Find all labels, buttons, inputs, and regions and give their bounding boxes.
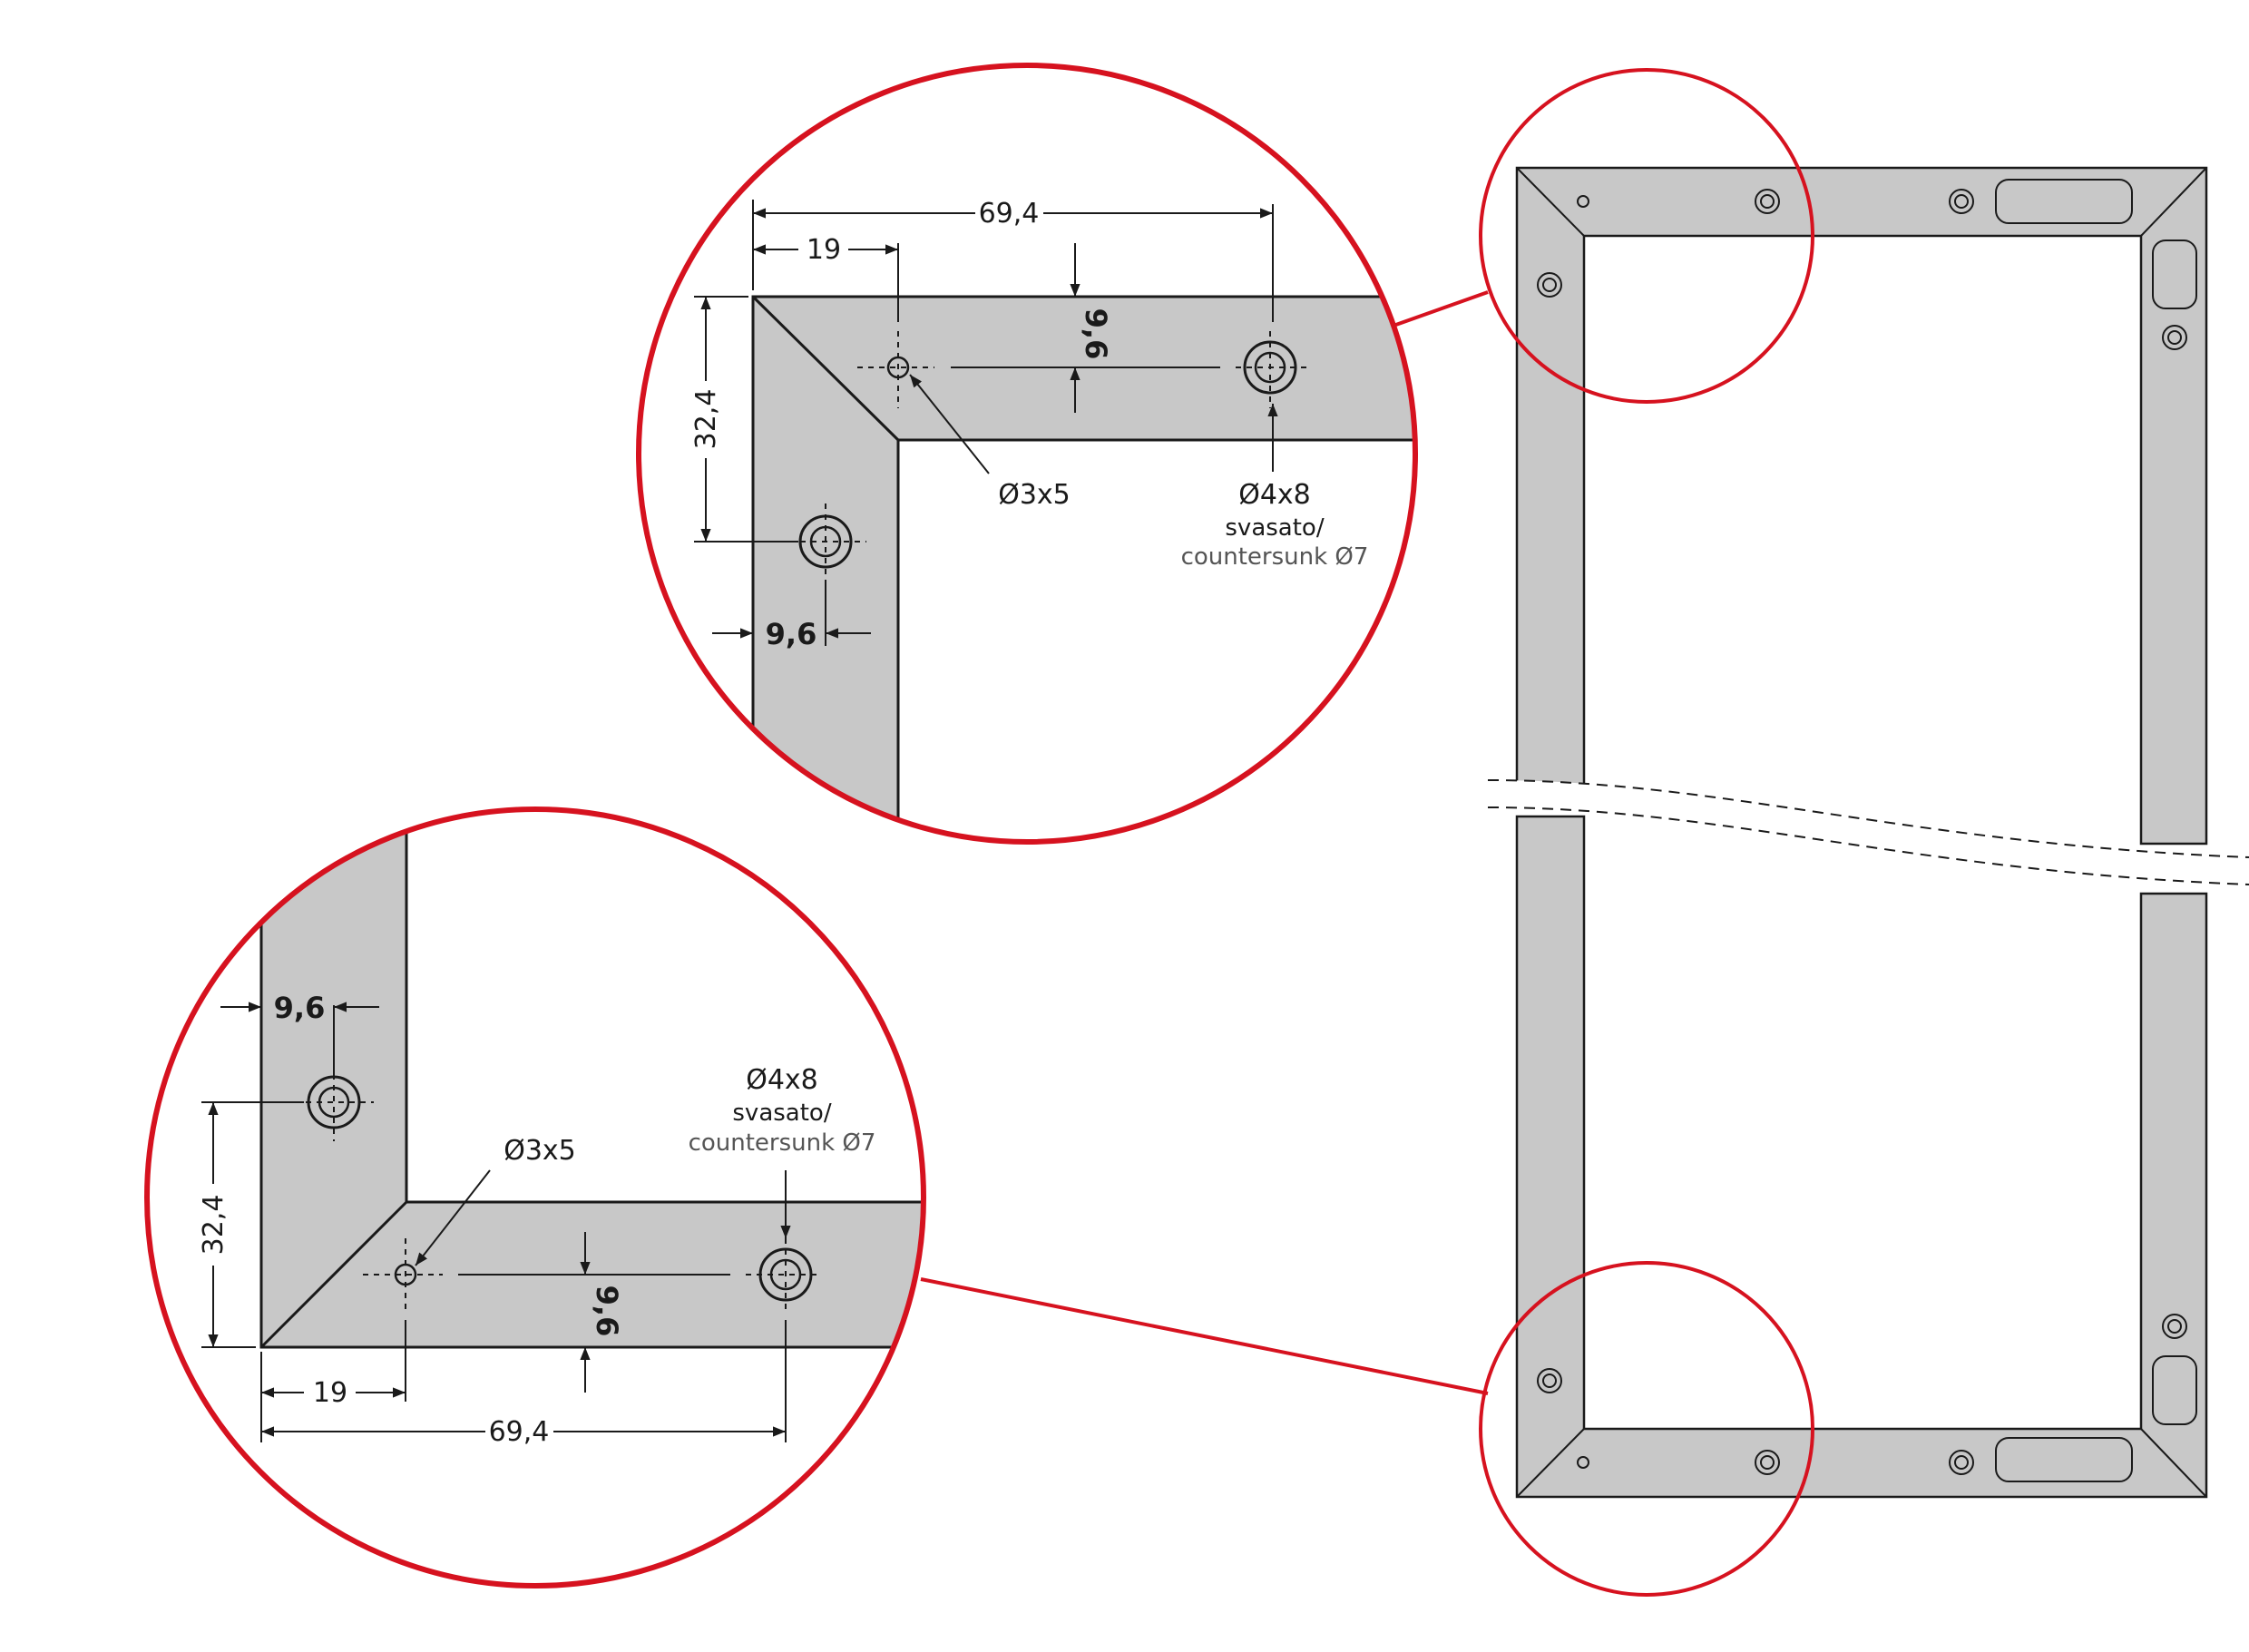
dim-overall-length: 69,4	[489, 1416, 550, 1448]
countersunk-hole-icon	[1243, 340, 1297, 395]
dim-height: 32,4	[198, 1195, 230, 1256]
countersunk-hole-icon	[2162, 1314, 2187, 1339]
highlight-circle-bottom	[1479, 1261, 1814, 1597]
slot-icon	[2152, 239, 2197, 309]
dim-overall-length: 69,4	[979, 198, 1040, 230]
small-hole-icon	[1577, 195, 1589, 208]
countersunk-hole-icon	[2162, 325, 2187, 350]
countersunk-italian-label: svasato/	[732, 1100, 831, 1127]
dim-first-hole: 19	[313, 1377, 347, 1409]
dim-edge-offset-side: 9,6	[766, 617, 817, 651]
small-hole-icon	[1577, 1456, 1589, 1469]
countersunk-hole-icon	[1949, 189, 1974, 214]
miter-bottom-left	[1516, 1428, 1585, 1498]
slot-icon	[1995, 1437, 2133, 1482]
dim-first-hole: 19	[807, 234, 841, 266]
slot-icon	[1995, 179, 2133, 224]
countersunk-italian-label: svasato/	[1225, 514, 1324, 542]
countersunk-hole-icon	[1537, 1368, 1562, 1393]
dim-height: 32,4	[690, 389, 722, 450]
countersunk-hole-icon	[1755, 189, 1780, 214]
countersunk-english-label: countersunk Ø7	[1181, 543, 1369, 571]
frame-lower-part	[1515, 815, 2208, 1499]
overall-frame	[1479, 68, 2249, 1597]
connector-line-top	[1390, 290, 1489, 328]
dim-edge-offset-side: 9,6	[274, 991, 326, 1025]
break-line-bottom	[1487, 806, 2249, 885]
highlight-circle-top	[1479, 68, 1814, 404]
small-hole-label: Ø3x5	[504, 1135, 576, 1167]
countersunk-hole-icon	[1537, 272, 1562, 298]
countersunk-hole-icon	[1755, 1450, 1780, 1475]
miter-line	[751, 295, 900, 442]
small-hole-icon	[394, 1263, 417, 1286]
miter-line	[259, 1200, 408, 1349]
small-hole-label: Ø3x5	[998, 479, 1071, 511]
detail-bottom: 69,4 19 9,6 32,4 9,6 Ø3x5 Ø4x8 svasato/ …	[144, 806, 926, 1588]
countersunk-hole-label: Ø4x8	[746, 1064, 818, 1096]
miter-top-left	[1516, 167, 1585, 237]
miter-top-right	[2140, 167, 2207, 237]
slot-icon	[2152, 1355, 2197, 1425]
miter-bottom-right	[2140, 1428, 2207, 1498]
countersunk-hole-label: Ø4x8	[1238, 479, 1311, 511]
break-band	[1488, 780, 2249, 885]
countersunk-english-label: countersunk Ø7	[689, 1129, 876, 1157]
dim-edge-offset-bottom: 9,6	[590, 1285, 624, 1337]
countersunk-hole-icon	[758, 1247, 813, 1302]
small-hole-icon	[886, 356, 910, 379]
detail-top: 69,4 19 9,6 32,4 9,6 Ø3x5 Ø4x8 svasato/ …	[636, 63, 1418, 845]
countersunk-hole-icon	[798, 514, 853, 569]
countersunk-hole-icon	[307, 1075, 361, 1129]
countersunk-hole-icon	[1949, 1450, 1974, 1475]
connector-line-bottom	[920, 1277, 1489, 1395]
frame-upper-part	[1515, 166, 2208, 846]
break-line-top	[1487, 779, 2249, 858]
dim-edge-offset-top: 9,6	[1079, 308, 1113, 360]
